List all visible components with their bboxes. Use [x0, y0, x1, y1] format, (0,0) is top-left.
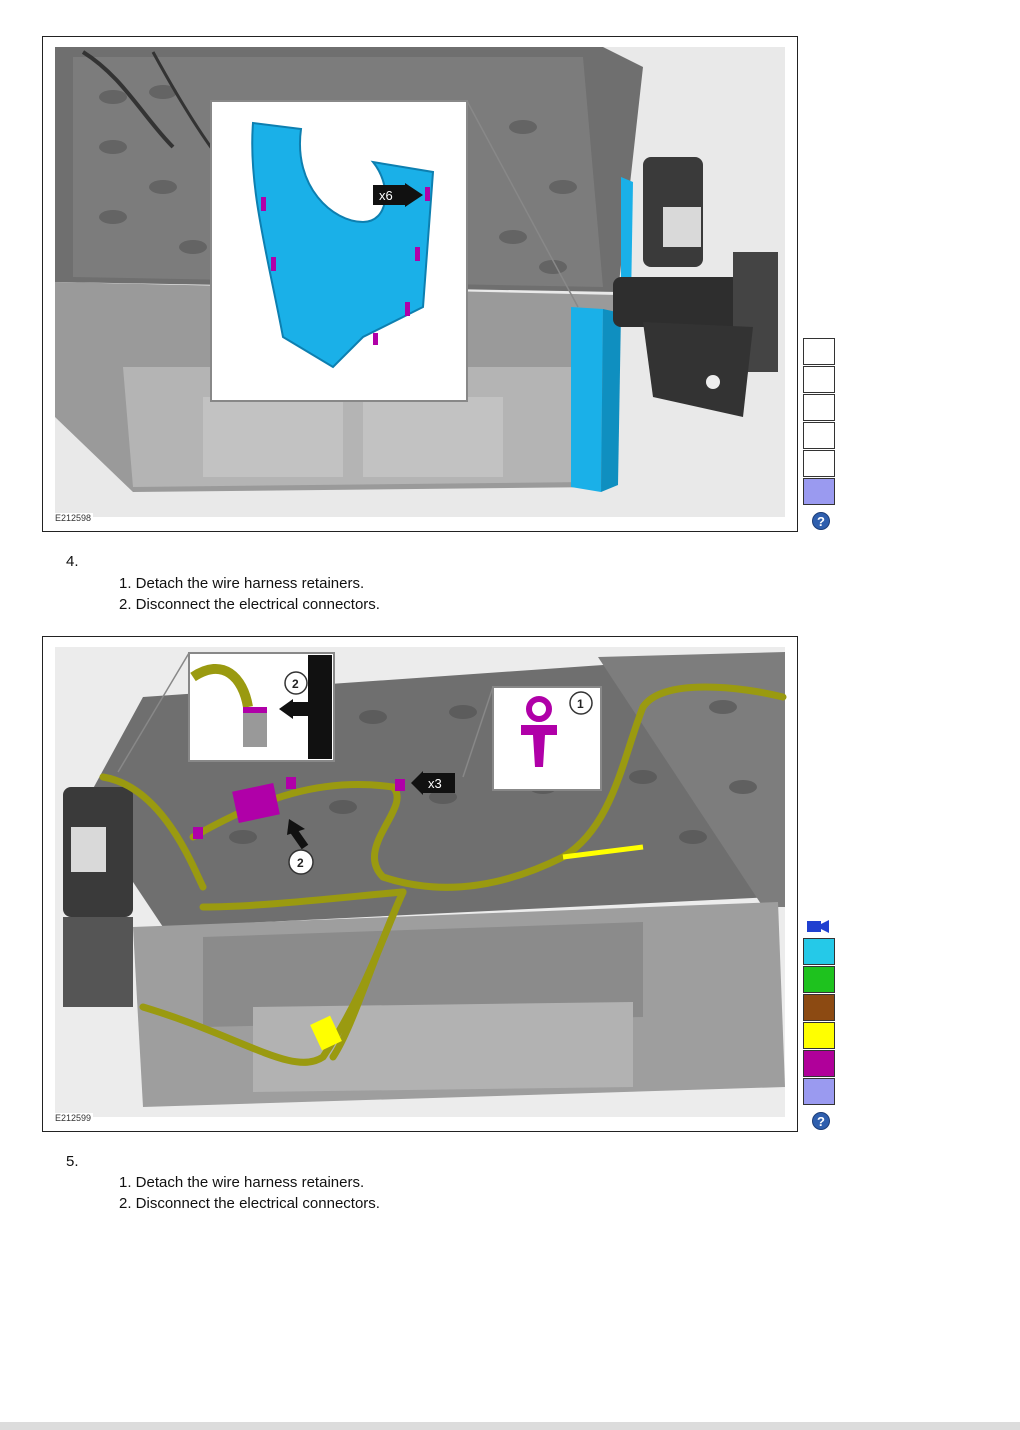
- legend-swatch: [803, 1078, 835, 1105]
- help-icon[interactable]: ?: [812, 1112, 830, 1130]
- legend-swatch: [803, 1022, 835, 1049]
- legend-swatch: [803, 394, 835, 421]
- legend-swatch: [803, 966, 835, 993]
- step-instructions: 1. Detach the wire harness retainers. 2.…: [119, 573, 380, 615]
- instruction-item: 1. Detach the wire harness retainers.: [119, 1174, 365, 1191]
- color-legend-2: [803, 938, 837, 1106]
- step-instructions: 1. Detach the wire harness retainers. 2.…: [119, 1172, 380, 1214]
- figure-2: 2 x3 2 1 E212599: [42, 636, 798, 1132]
- callout-2-number: 2: [297, 856, 304, 870]
- inset-callout-2-number: 2: [292, 677, 299, 691]
- figure-1-multiplier-text: x6: [379, 188, 393, 203]
- legend-swatch: [803, 422, 835, 449]
- figure-1-illustration: x6: [55, 47, 785, 517]
- color-legend-1: [803, 338, 837, 506]
- callout-1-number: 1: [577, 697, 584, 711]
- page-bottom-bar: [0, 1422, 1020, 1430]
- figure-2-multiplier-text: x3: [428, 776, 442, 791]
- instruction-item: 2. Disconnect the electrical connectors.: [119, 1195, 380, 1212]
- instruction-item: 1. Detach the wire harness retainers.: [119, 575, 365, 592]
- instruction-item: 2. Disconnect the electrical connectors.: [119, 596, 380, 613]
- step-number: 4.: [66, 553, 79, 570]
- legend-swatch: [803, 450, 835, 477]
- figure-2-illustration: 2 x3 2 1: [55, 647, 787, 1117]
- legend-swatch: [803, 938, 835, 965]
- help-icon[interactable]: ?: [812, 512, 830, 530]
- legend-swatch: [803, 1050, 835, 1077]
- camera-icon[interactable]: [807, 918, 831, 934]
- legend-swatch: [803, 478, 835, 505]
- figure-1-id-label: E212598: [53, 513, 94, 523]
- step-number: 5.: [66, 1153, 79, 1170]
- figure-2-id-label: E212599: [53, 1113, 94, 1123]
- legend-swatch: [803, 338, 835, 365]
- legend-swatch: [803, 994, 835, 1021]
- legend-swatch: [803, 366, 835, 393]
- figure-1: x6 E212598: [42, 36, 798, 532]
